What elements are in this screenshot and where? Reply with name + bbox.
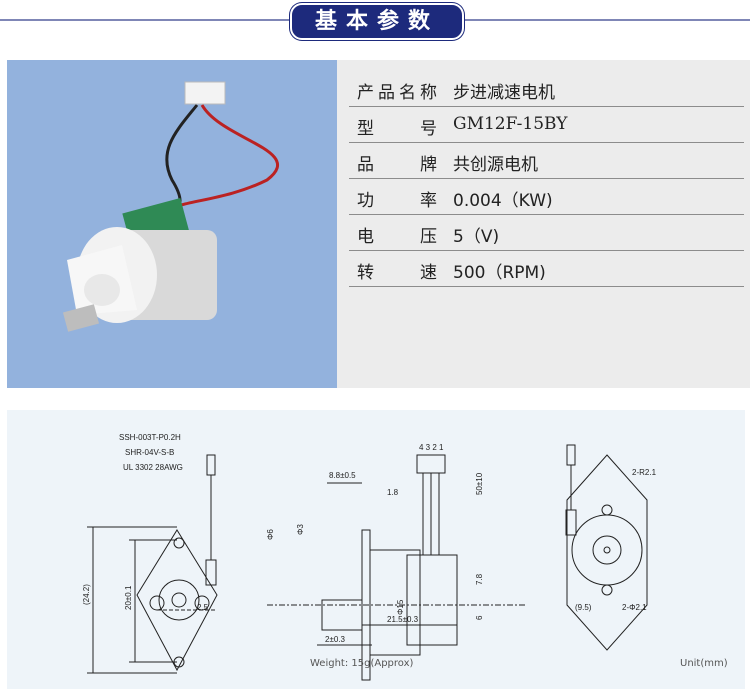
spec-label: 产品名称 bbox=[357, 83, 437, 103]
spec-value: 500（RPM) bbox=[453, 263, 546, 283]
label-d3: Φ15 bbox=[396, 599, 405, 615]
spec-row-speed: 转速 500（RPM) bbox=[349, 250, 744, 287]
spec-value: 5（V) bbox=[453, 227, 500, 247]
section-title: 基本参数 bbox=[290, 3, 464, 40]
spec-label: 转速 bbox=[357, 263, 437, 283]
spec-value: GM12F-15BY bbox=[453, 114, 568, 134]
label-shaft-flat: 2.5 bbox=[197, 603, 209, 612]
spec-value: 0.004（KW) bbox=[453, 191, 553, 211]
product-photo bbox=[7, 60, 337, 388]
spec-label: 品牌 bbox=[357, 155, 437, 175]
spec-row-voltage: 电压 5（V) bbox=[349, 214, 744, 251]
label-body-len: 21.5±0.3 bbox=[387, 615, 419, 624]
label-connector: SSH-003T-P0.2H bbox=[119, 433, 181, 442]
unit-note: Unit(mm) bbox=[680, 658, 728, 669]
label-housing: SHR-04V-S-B bbox=[125, 448, 174, 457]
label-lead: 50±10 bbox=[475, 472, 484, 495]
label-radius: 2-R2.1 bbox=[632, 468, 657, 477]
label-height: (24.2) bbox=[82, 584, 91, 605]
spec-value: 步进减速电机 bbox=[453, 83, 555, 103]
label-flange: 1.8 bbox=[387, 488, 399, 497]
drawing-svg: SSH-003T-P0.2H SHR-04V-S-B UL 3302 28AWG… bbox=[82, 433, 657, 681]
label-h1: 7.8 bbox=[475, 573, 484, 585]
label-wire: UL 3302 28AWG bbox=[123, 463, 183, 472]
spec-row-power: 功率 0.004（KW) bbox=[349, 178, 744, 215]
label-d1: Φ6 bbox=[266, 529, 275, 540]
label-offset: (9.5) bbox=[575, 603, 592, 612]
dimension-drawing: SSH-003T-P0.2H SHR-04V-S-B UL 3302 28AWG… bbox=[7, 410, 745, 689]
label-boss: 2±0.3 bbox=[325, 635, 346, 644]
weight-note: Weight: 15g(Approx) bbox=[310, 658, 414, 669]
spec-value: 共创源电机 bbox=[453, 155, 538, 175]
label-d2: Φ3 bbox=[296, 524, 305, 535]
spec-table: 产品名称步进减速电机 型号 GM12F-15BY 品牌共创源电机 功率 0.004（… bbox=[337, 60, 750, 388]
spec-row-name: 产品名称步进减速电机 bbox=[349, 70, 744, 107]
label-h2: 6 bbox=[475, 615, 484, 620]
motor-image bbox=[62, 81, 279, 332]
label-hole: 2-Φ2.1 bbox=[622, 603, 647, 612]
spec-row-brand: 品牌共创源电机 bbox=[349, 142, 744, 179]
spec-label: 功率 bbox=[357, 191, 437, 211]
spec-label: 电压 bbox=[357, 227, 437, 247]
spec-label: 型号 bbox=[357, 119, 437, 139]
label-hole-pitch: 20±0.1 bbox=[124, 585, 133, 610]
label-pins: 4 3 2 1 bbox=[419, 443, 444, 452]
label-shaft-len: 8.8±0.5 bbox=[329, 471, 356, 480]
spec-row-model: 型号 GM12F-15BY bbox=[349, 106, 744, 143]
